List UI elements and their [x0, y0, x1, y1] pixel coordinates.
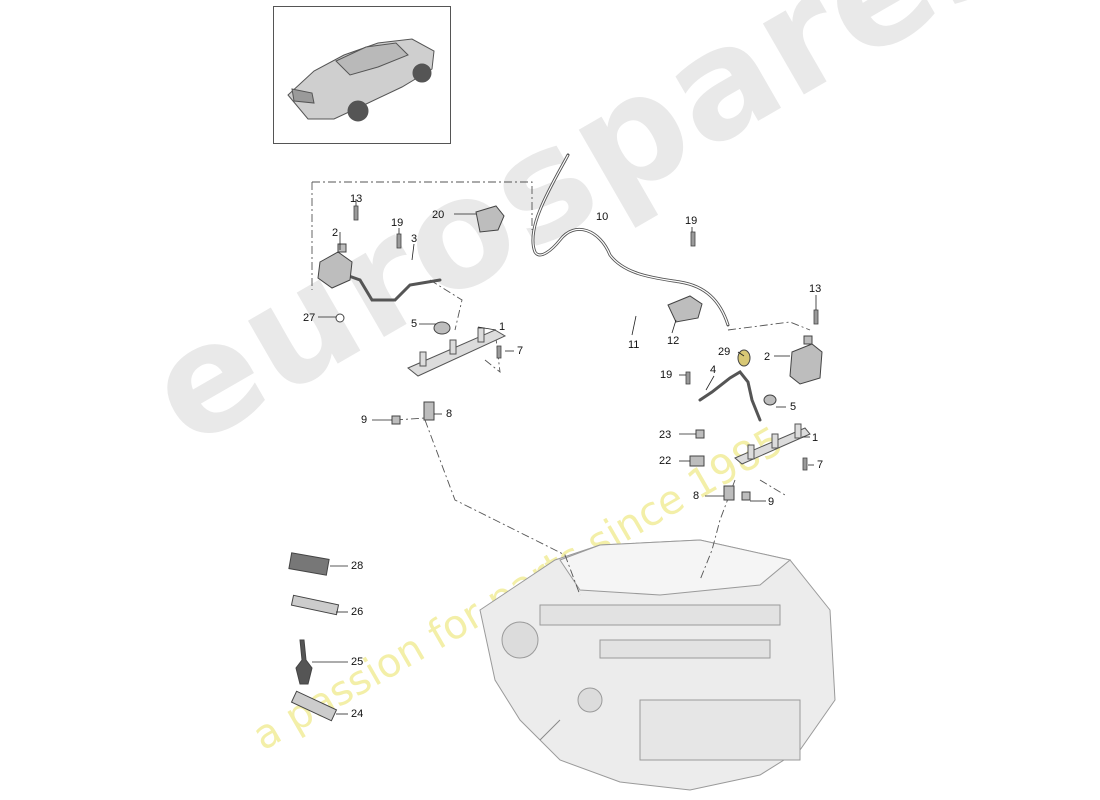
callout-8: 8: [446, 408, 453, 420]
callout-12: 12: [667, 335, 680, 347]
callout-7: 7: [817, 459, 824, 471]
callout-9: 9: [361, 414, 368, 426]
callout-22: 22: [659, 455, 672, 467]
callout-13: 13: [350, 193, 363, 205]
callout-19: 19: [685, 215, 698, 227]
callout-8: 8: [693, 490, 700, 502]
callout-1: 1: [499, 321, 506, 333]
callout-29: 29: [718, 346, 731, 358]
callout-7: 7: [517, 345, 524, 357]
engine-block: [479, 539, 836, 791]
car-icon: [287, 38, 435, 122]
fuel-rail: [407, 327, 811, 465]
callout-2: 2: [764, 351, 771, 363]
callout-5: 5: [411, 318, 418, 330]
callout-28: 28: [351, 560, 364, 572]
callout-19: 19: [391, 217, 404, 229]
callout-23: 23: [659, 429, 672, 441]
callout-19: 19: [660, 369, 673, 381]
vehicle-thumbnail: [273, 6, 451, 144]
callout-25: 25: [351, 656, 364, 668]
callout-2: 2: [332, 227, 339, 239]
callout-11: 11: [628, 339, 640, 351]
callout-24: 24: [351, 708, 364, 720]
callout-3: 3: [411, 233, 418, 245]
callout-13: 13: [809, 283, 822, 295]
callout-9: 9: [768, 496, 775, 508]
callout-20: 20: [432, 209, 445, 221]
callout-10: 10: [596, 211, 609, 223]
callout-26: 26: [351, 606, 364, 618]
callout-27: 27: [303, 312, 316, 324]
callout-4: 4: [710, 364, 717, 376]
callout-1: 1: [812, 432, 819, 444]
callout-5: 5: [790, 401, 797, 413]
